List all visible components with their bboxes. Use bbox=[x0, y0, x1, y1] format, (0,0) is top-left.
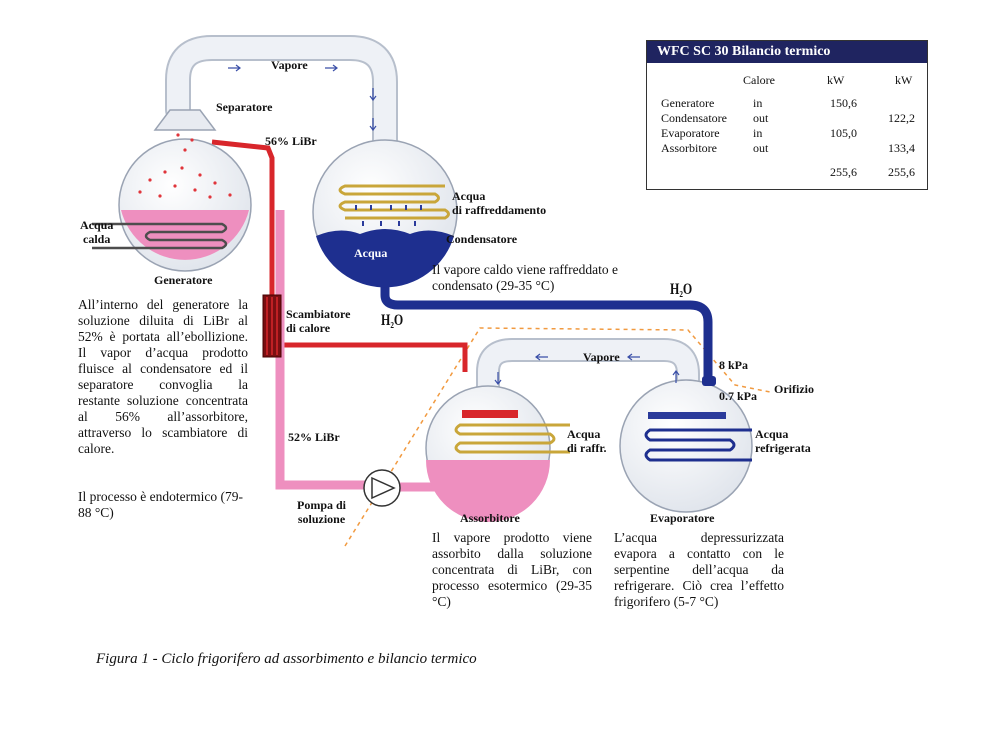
table-header-calore: Calore bbox=[743, 73, 775, 87]
concentrated-solution-pipe bbox=[211, 139, 468, 372]
label-8kpa: 8 kPa bbox=[719, 358, 749, 372]
table-row-dir: in bbox=[753, 126, 763, 140]
table-row-dir: out bbox=[753, 111, 769, 125]
label-evaporatore: Evaporatore bbox=[650, 511, 715, 525]
label-separatore: Separatore bbox=[216, 100, 273, 114]
label-libr52: 52% LiBr bbox=[288, 430, 340, 444]
table-header-kw2: kW bbox=[895, 73, 913, 87]
generator-coil bbox=[92, 222, 228, 250]
label-acqua-calda: Acqua calda bbox=[80, 218, 114, 246]
table-total-out: 255,6 bbox=[888, 165, 915, 179]
table-row-dir: in bbox=[753, 96, 763, 110]
table-row-in: 105,0 bbox=[830, 126, 857, 140]
label-vapore-top: Vapore bbox=[271, 58, 308, 72]
separator bbox=[153, 109, 217, 131]
label-condensatore: Condensatore bbox=[446, 232, 518, 246]
table-row-in: 150,6 bbox=[830, 96, 857, 110]
label-libr56: 56% LiBr bbox=[265, 134, 317, 148]
assorbitore-note: Il vapore prodotto viene assorbito dalla… bbox=[432, 530, 592, 609]
table-row-name: Generatore bbox=[661, 96, 715, 110]
generatore-note: All’interno del generatore la soluzione … bbox=[78, 297, 248, 456]
figure-caption: Figura 1 - Ciclo frigorifero ad assorbim… bbox=[96, 651, 477, 667]
orifice bbox=[702, 376, 716, 386]
table-row-out: 133,4 bbox=[888, 141, 915, 155]
table-row-name: Condensatore bbox=[661, 111, 727, 125]
water-pipe bbox=[380, 265, 713, 412]
label-acqua-raffreddamento: Acqua di raffreddamento bbox=[452, 189, 547, 217]
table-row-dir: out bbox=[753, 141, 769, 155]
label-acqua-refrigerata: Acqua refrigerata bbox=[755, 427, 811, 455]
label-vapore-bottom: Vapore bbox=[583, 350, 620, 364]
label-assorbitore: Assorbitore bbox=[460, 511, 520, 525]
label-scambiatore: Scambiatore di calore bbox=[286, 307, 351, 335]
table-row-name: Evaporatore bbox=[661, 126, 720, 140]
condenser-coil bbox=[338, 184, 450, 220]
label-h2o-lower: H₂O bbox=[381, 310, 404, 330]
label-07kpa: 0.7 kPa bbox=[719, 389, 758, 403]
pressure-boundary-line bbox=[344, 327, 771, 547]
thermal-balance-table: WFC SC 30 Bilancio termico Calore kW kW … bbox=[646, 40, 928, 190]
label-pompa: Pompa di soluzione bbox=[297, 498, 347, 526]
label-orifizio: Orifizio bbox=[774, 382, 814, 396]
label-acqua-raffr: Acqua di raffr. bbox=[567, 427, 607, 455]
label-generatore: Generatore bbox=[154, 273, 213, 287]
table-row-name: Assorbitore bbox=[661, 141, 717, 155]
table-title: WFC SC 30 Bilancio termico bbox=[647, 41, 927, 63]
condensatore-note: Il vapore caldo viene raffreddato e cond… bbox=[432, 262, 619, 293]
generatore-note-2: Il processo è endotermico (79-88 °C) bbox=[78, 489, 243, 520]
label-acqua-condensatore: Acqua bbox=[354, 246, 388, 260]
table-header-kw1: kW bbox=[827, 73, 845, 87]
evaporatore-note: L’acqua depressurizzata evapora a contat… bbox=[614, 530, 784, 609]
label-h2o-upper: H₂O bbox=[670, 279, 693, 299]
evaporator-coil bbox=[644, 428, 752, 462]
table-total-in: 255,6 bbox=[830, 165, 857, 179]
absorber-coil bbox=[454, 423, 570, 454]
table-row-out: 122,2 bbox=[888, 111, 915, 125]
